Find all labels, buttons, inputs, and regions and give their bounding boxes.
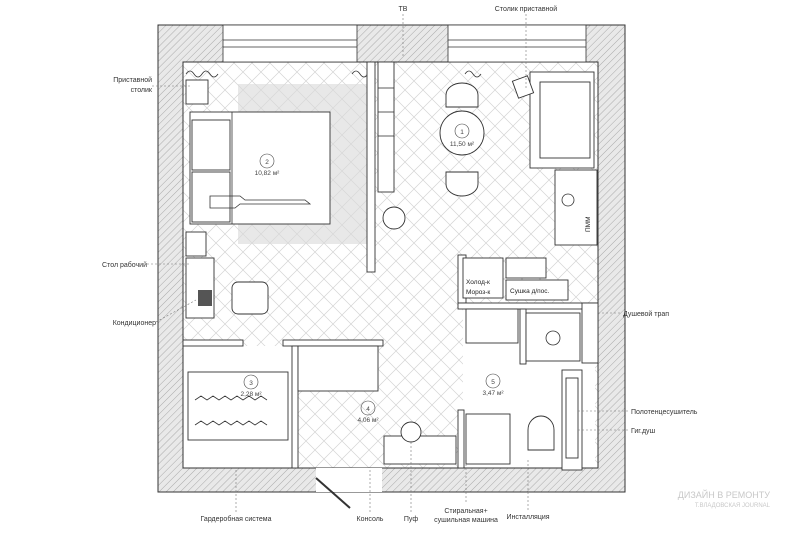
dishwasher-label: ПММ: [585, 216, 592, 232]
towel-dryer-label: Полотенцесушитель: [631, 409, 698, 416]
desk-chair: [231, 281, 269, 315]
console-label: Консоль: [357, 516, 384, 523]
side-table-sofa: [511, 75, 535, 99]
pouf-label: Пуф: [404, 516, 418, 523]
hall-cabinet: [297, 345, 379, 392]
watermark-line2: Т.ВЛАДОВСКАЯ JOURNAL: [695, 503, 771, 509]
toilet: [527, 415, 555, 451]
chair-bottom: [445, 171, 479, 197]
side-table-left: [185, 79, 209, 105]
dryer-unit: [505, 279, 569, 301]
console: [383, 435, 457, 465]
installation-label: Инсталляция: [506, 514, 549, 521]
tv-stand: [377, 61, 395, 193]
svg-text:4,06 м²: 4,06 м²: [357, 417, 379, 424]
wardrobe-label: Гардеробная система: [201, 515, 272, 523]
svg-text:5: 5: [491, 379, 495, 386]
svg-text:10,82 м²: 10,82 м²: [255, 170, 281, 177]
tv-label: ТВ: [399, 6, 408, 13]
svg-text:2,28 м²: 2,28 м²: [240, 391, 262, 398]
svg-text:3: 3: [249, 380, 253, 387]
side-table-left-label-line2: столик: [131, 87, 153, 94]
desk: [185, 257, 215, 319]
fridge-label: Холод-к: [466, 279, 490, 286]
bed: [189, 111, 331, 225]
hygienic-shower-label: Гиг.душ: [631, 428, 656, 435]
side-table-desk: [185, 231, 207, 257]
desk-label: Стол рабочий: [102, 261, 147, 269]
svg-text:2: 2: [265, 159, 269, 166]
svg-text:1: 1: [460, 129, 464, 136]
room-tag-3: 3 2,28 м²: [240, 374, 262, 398]
wardrobe-system: [187, 371, 289, 441]
room-tag-2: 2 10,82 м²: [255, 153, 281, 177]
towel-dryer: [565, 377, 579, 459]
shower: [525, 312, 581, 362]
kitchen-counter: [554, 169, 598, 246]
ac-label: Кондиционер: [113, 320, 156, 327]
room-tag-4: 4 4,06 м²: [357, 400, 379, 424]
pouf-round: [382, 206, 406, 230]
svg-text:4: 4: [366, 406, 370, 413]
side-table-left-label-line1: Приставной: [113, 76, 152, 84]
sink: [465, 308, 519, 344]
dining-table: [439, 110, 485, 156]
washing-machine: [465, 413, 511, 465]
room-tag-5: 5 3,47 м²: [482, 373, 504, 397]
svg-text:11,50 м²: 11,50 м²: [450, 141, 475, 148]
washer-label-line2: сушильная машина: [434, 517, 498, 524]
svg-text:3,47 м²: 3,47 м²: [482, 390, 504, 397]
watermark-line1: ДИЗАЙН В РЕМОНТУ: [678, 489, 770, 500]
outer-walls: [157, 24, 626, 509]
leader-lines: [147, 14, 628, 512]
shower-drain-label: Душевой трап: [623, 310, 669, 318]
dryer-label: Сушка д/пос.: [510, 288, 550, 295]
chair-top: [445, 82, 479, 108]
side-table-top-label: Столик приставной: [495, 5, 558, 13]
pouf: [400, 421, 422, 443]
room-tag-1: 1 11,50 м²: [450, 123, 475, 148]
washer-label-line1: Стиральная+: [444, 508, 487, 515]
fridge-unit: [462, 257, 504, 299]
freezer-label: Мороз-к: [466, 289, 490, 296]
desk-monitor: [198, 290, 212, 306]
